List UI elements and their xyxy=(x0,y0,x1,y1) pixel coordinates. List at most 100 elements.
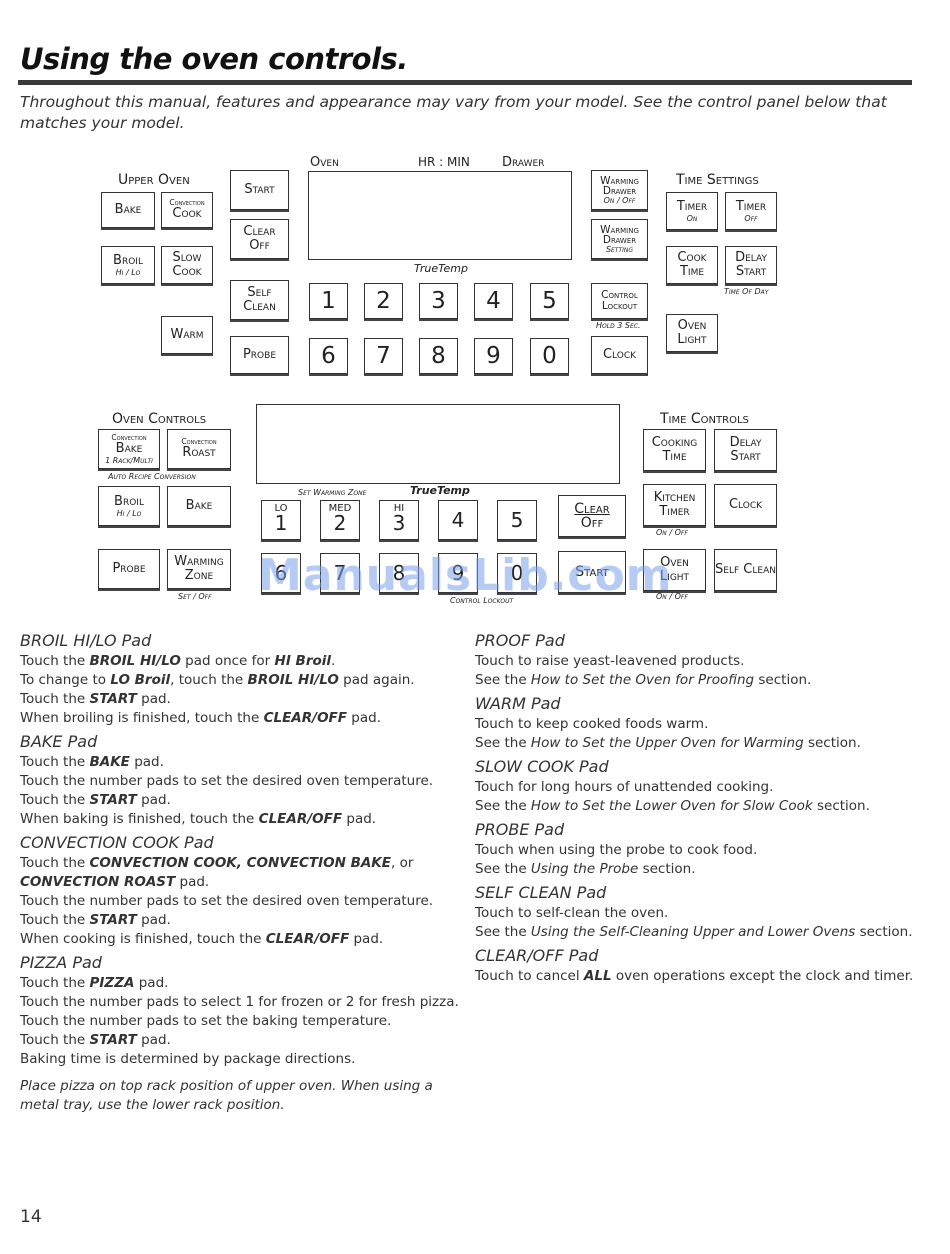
instruction-line: When cooking is finished, touch the CLEA… xyxy=(20,931,384,947)
number-pad-0[interactable]: 0 xyxy=(530,338,569,374)
kitchen-timer-pad[interactable]: Kitchen Timer xyxy=(643,484,706,526)
number-pad-5-lower[interactable]: 5 xyxy=(497,500,537,540)
lower-display xyxy=(256,404,620,484)
cooking-time-pad[interactable]: Cooking Time xyxy=(643,429,706,471)
number-pad-6-lower[interactable]: 6 xyxy=(261,553,301,593)
delay-start-pad-2[interactable]: Delay Start xyxy=(714,429,777,471)
page-number: 14 xyxy=(20,1207,42,1227)
section-heading: PROOF Pad xyxy=(475,631,565,650)
set-warming-zone-caption: Set Warming Zone xyxy=(298,488,367,497)
warming-zone-pad[interactable]: Warming Zone xyxy=(167,549,231,589)
number-pad-0-lower[interactable]: 0 xyxy=(497,553,537,593)
intro-text: Throughout this manual, features and app… xyxy=(20,93,887,132)
self-clean-pad[interactable]: Self Clean xyxy=(230,280,289,320)
instruction-line: Touch the number pads to set the baking … xyxy=(20,1013,392,1029)
section-heading: BAKE Pad xyxy=(20,732,98,751)
section-heading: WARM Pad xyxy=(475,694,561,713)
probe-pad[interactable]: Probe xyxy=(230,336,289,374)
kitchen-timer-on-off-caption: On / Off xyxy=(656,528,688,537)
truetemp-label-2: TrueTemp xyxy=(410,484,470,497)
instruction-line: Touch to raise yeast-leavened products. xyxy=(475,653,745,669)
number-pad-4[interactable]: 4 xyxy=(474,283,513,319)
warm-pad[interactable]: Warm xyxy=(161,316,213,354)
section-heading: PROBE Pad xyxy=(475,820,565,839)
number-pad-2[interactable]: 2 xyxy=(364,283,403,319)
section-heading: CLEAR/OFF Pad xyxy=(475,946,599,965)
section-heading: SLOW COOK Pad xyxy=(475,757,609,776)
instruction-line: See the Using the Self-Cleaning Upper an… xyxy=(475,924,913,940)
number-pad-9-lower[interactable]: 9 xyxy=(438,553,478,593)
number-pad-1[interactable]: 1 xyxy=(309,283,348,319)
truetemp-label: TrueTemp xyxy=(414,262,468,275)
instruction-line: See the How to Set the Oven for Proofing… xyxy=(475,672,812,688)
oven-controls-header: Oven Controls xyxy=(112,411,207,427)
instruction-line: See the How to Set the Lower Oven for Sl… xyxy=(475,798,870,814)
instruction-line: Touch the number pads to set the desired… xyxy=(20,773,434,789)
instruction-line: Touch to self-clean the oven. xyxy=(475,905,669,921)
delay-start-pad[interactable]: Delay Start xyxy=(725,246,777,284)
instruction-line: Touch to cancel ALL oven operations exce… xyxy=(475,968,914,984)
cook-time-pad[interactable]: Cook Time xyxy=(666,246,718,284)
start-pad[interactable]: Start xyxy=(230,170,289,210)
self-clean-pad-2[interactable]: Self Clean xyxy=(714,549,777,591)
number-pad-4-lower[interactable]: 4 xyxy=(438,500,478,540)
instruction-line: To change to LO Broil, touch the BROIL H… xyxy=(20,672,415,688)
number-pad-3[interactable]: 3 xyxy=(419,283,458,319)
section-heading: SELF CLEAN Pad xyxy=(475,883,607,902)
number-pad-5[interactable]: 5 xyxy=(530,283,569,319)
instruction-line: When broiling is finished, touch the CLE… xyxy=(20,710,382,726)
bake-pad[interactable]: Bake xyxy=(101,192,155,228)
number-pad-9[interactable]: 9 xyxy=(474,338,513,374)
time-of-day-caption: Time Of Day xyxy=(724,287,769,296)
section-heading: PIZZA Pad xyxy=(20,953,102,972)
start-pad-2[interactable]: Start xyxy=(558,551,626,593)
auto-recipe-caption: Auto Recipe Conversion xyxy=(108,472,196,481)
probe-pad-2[interactable]: Probe xyxy=(98,549,160,589)
number-pad-7[interactable]: 7 xyxy=(364,338,403,374)
hr-min-label: HR : MIN xyxy=(418,155,470,169)
instruction-line: Touch the number pads to set the desired… xyxy=(20,893,434,909)
oven-light-pad-2[interactable]: Oven Light xyxy=(643,549,706,591)
time-controls-header: Time Controls xyxy=(660,411,749,427)
slow-cook-pad[interactable]: Slow Cook xyxy=(161,246,213,284)
number-pad-8-lower[interactable]: 8 xyxy=(379,553,419,593)
bake-pad-2[interactable]: Bake xyxy=(167,486,231,526)
instruction-line: Touch when using the probe to cook food. xyxy=(475,842,758,858)
instruction-line: Touch to keep cooked foods warm. xyxy=(475,716,709,732)
number-pad-7-lower[interactable]: 7 xyxy=(320,553,360,593)
control-lockout-pad[interactable]: Control Lockout xyxy=(591,283,648,319)
clock-pad[interactable]: Clock xyxy=(591,336,648,374)
number-pad-8[interactable]: 8 xyxy=(419,338,458,374)
title-rule xyxy=(18,80,912,85)
oven-light-pad[interactable]: Oven Light xyxy=(666,314,718,352)
upper-oven-header: Upper Oven xyxy=(118,172,190,188)
page-title: Using the oven controls. xyxy=(20,42,408,76)
clock-pad-2[interactable]: Clock xyxy=(714,484,777,526)
instruction-line: Touch the CONVECTION COOK, CONVECTION BA… xyxy=(20,855,414,871)
number-pad-6[interactable]: 6 xyxy=(309,338,348,374)
